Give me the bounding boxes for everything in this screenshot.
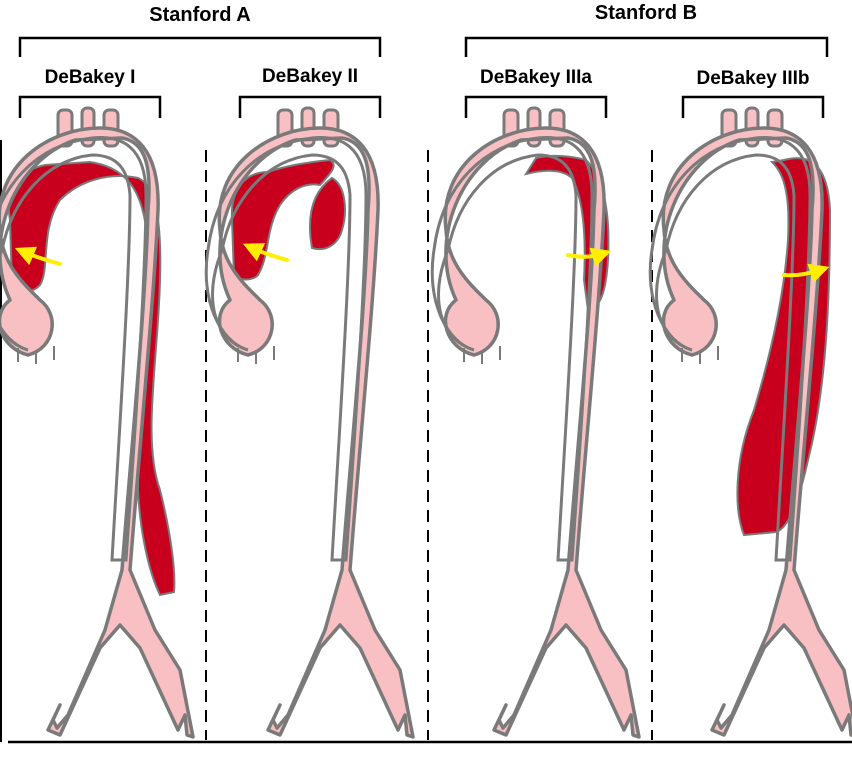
debakey-i-label: DeBakey I [44, 67, 136, 88]
debakey-ii-label: DeBakey II [261, 66, 359, 87]
debakey-ii-bracket [238, 95, 382, 118]
false-lumen-debakey-iiib [736, 157, 832, 537]
false-lumen-debakey-ii [230, 158, 346, 281]
tear-arrow-debakey-iiia [566, 247, 612, 267]
tear-arrow-debakey-ii [242, 243, 289, 262]
debakey-i-bracket [18, 95, 162, 118]
stanford-a-bracket [18, 36, 382, 57]
debakey-iiia-bracket [464, 95, 608, 118]
panel-debakey-ii [204, 106, 415, 739]
debakey-iiib-label: DeBakey IIIb [696, 68, 810, 89]
panel-debakey-i [0, 106, 195, 739]
debakey-iiib-bracket [681, 95, 825, 118]
stanford-b-bracket [464, 36, 829, 57]
panel-debakey-iiia [430, 106, 641, 739]
tear-arrow-debakey-i [14, 246, 62, 266]
debakey-iiia-label: DeBakey IIIa [480, 67, 592, 88]
panel-debakey-iiib [648, 106, 852, 739]
tear-arrow-debakey-iiib [782, 263, 830, 283]
stanford-a-label: Stanford A [149, 4, 251, 26]
stanford-b-label: Stanford B [594, 2, 698, 24]
